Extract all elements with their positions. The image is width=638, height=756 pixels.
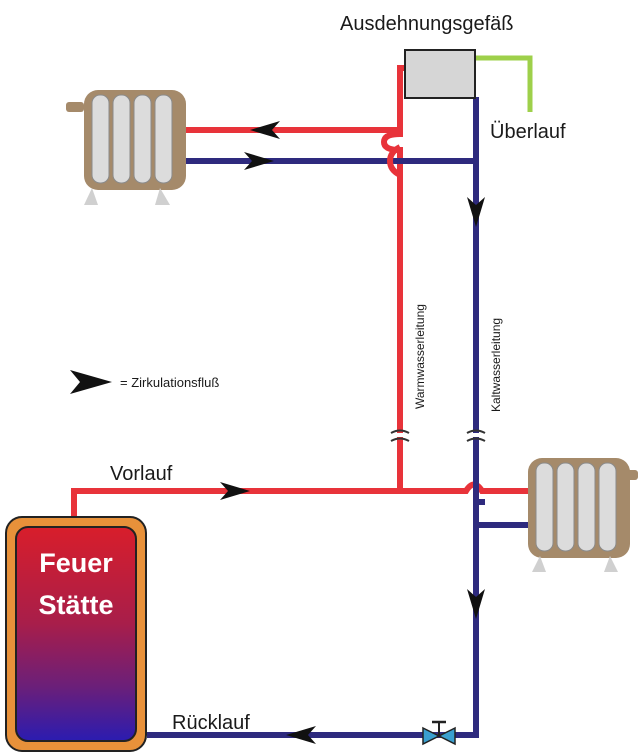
expansion-vessel-icon — [404, 49, 476, 99]
cold-water-line-label: Kaltwasserleitung — [489, 318, 503, 412]
flow-label: Vorlauf — [110, 463, 173, 485]
lower-radiator-supply — [397, 481, 531, 494]
radiator-icon — [528, 458, 638, 572]
flow-arrows — [70, 121, 485, 744]
valve-icon — [422, 720, 456, 746]
boiler-label-line1: Feuer — [39, 548, 113, 578]
boiler-label-line2: Stätte — [38, 590, 113, 620]
pipe-break-marks — [390, 429, 486, 442]
overflow-label: Überlauf — [490, 121, 566, 143]
boiler-icon — [5, 516, 147, 752]
hot-riser-upper — [397, 65, 408, 137]
arrow-icon — [467, 589, 485, 619]
hot-water-line-label: Warmwasserleitung — [413, 304, 427, 409]
overflow-pipe — [475, 55, 533, 112]
legend-arrow-icon — [70, 370, 112, 394]
crossover-hop — [386, 144, 402, 178]
radiator-icon — [66, 90, 186, 205]
arrow-icon — [467, 197, 485, 227]
arrow-icon — [220, 482, 250, 500]
cold-riser-lower — [147, 437, 479, 738]
cold-water-pipes — [147, 97, 531, 738]
arrow-icon — [250, 121, 280, 139]
expansion-vessel-label: Ausdehnungsgefäß — [340, 13, 513, 35]
arrow-icon — [286, 726, 316, 744]
legend-label: = Zirkulationsfluß — [120, 375, 219, 390]
arrow-icon — [244, 152, 274, 170]
return-label: Rücklauf — [172, 712, 250, 734]
